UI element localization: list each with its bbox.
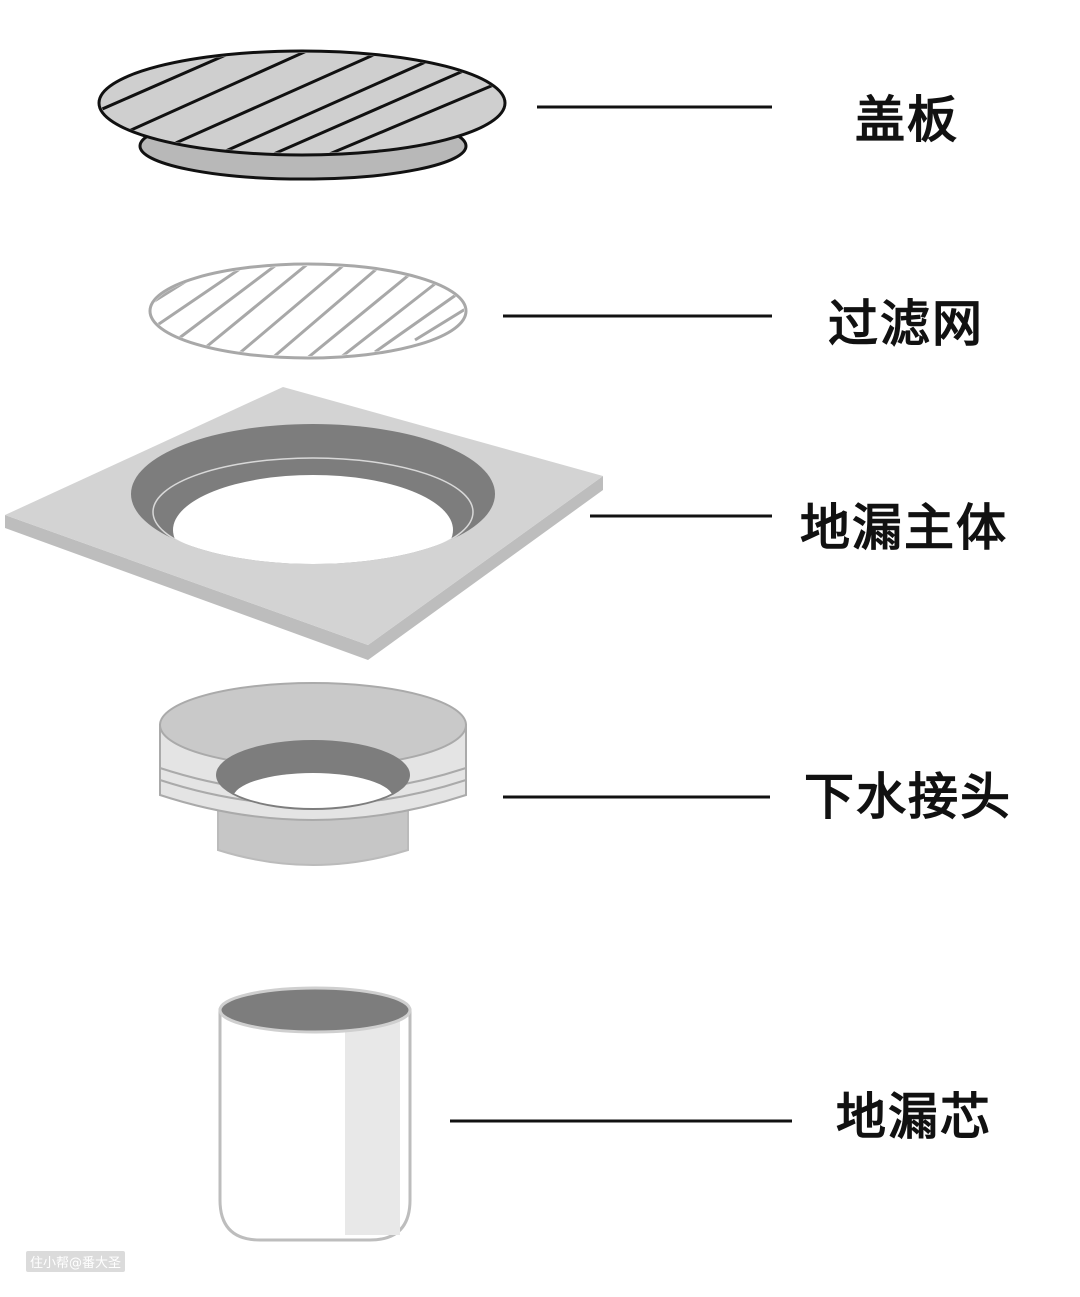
drain-core xyxy=(218,986,412,1242)
label-water-connector: 下水接头 xyxy=(804,768,1012,826)
cover-plate xyxy=(97,49,507,181)
label-filter-mesh: 过滤网 xyxy=(828,295,984,353)
label-cover-plate: 盖板 xyxy=(855,91,959,149)
filter-mesh xyxy=(148,262,468,360)
watermark: 住小帮@番大圣 xyxy=(26,1251,126,1272)
water-connector xyxy=(159,682,467,866)
label-drain-body: 地漏主体 xyxy=(800,499,1008,557)
drain-body xyxy=(5,387,603,660)
label-drain-core: 地漏芯 xyxy=(836,1088,992,1146)
